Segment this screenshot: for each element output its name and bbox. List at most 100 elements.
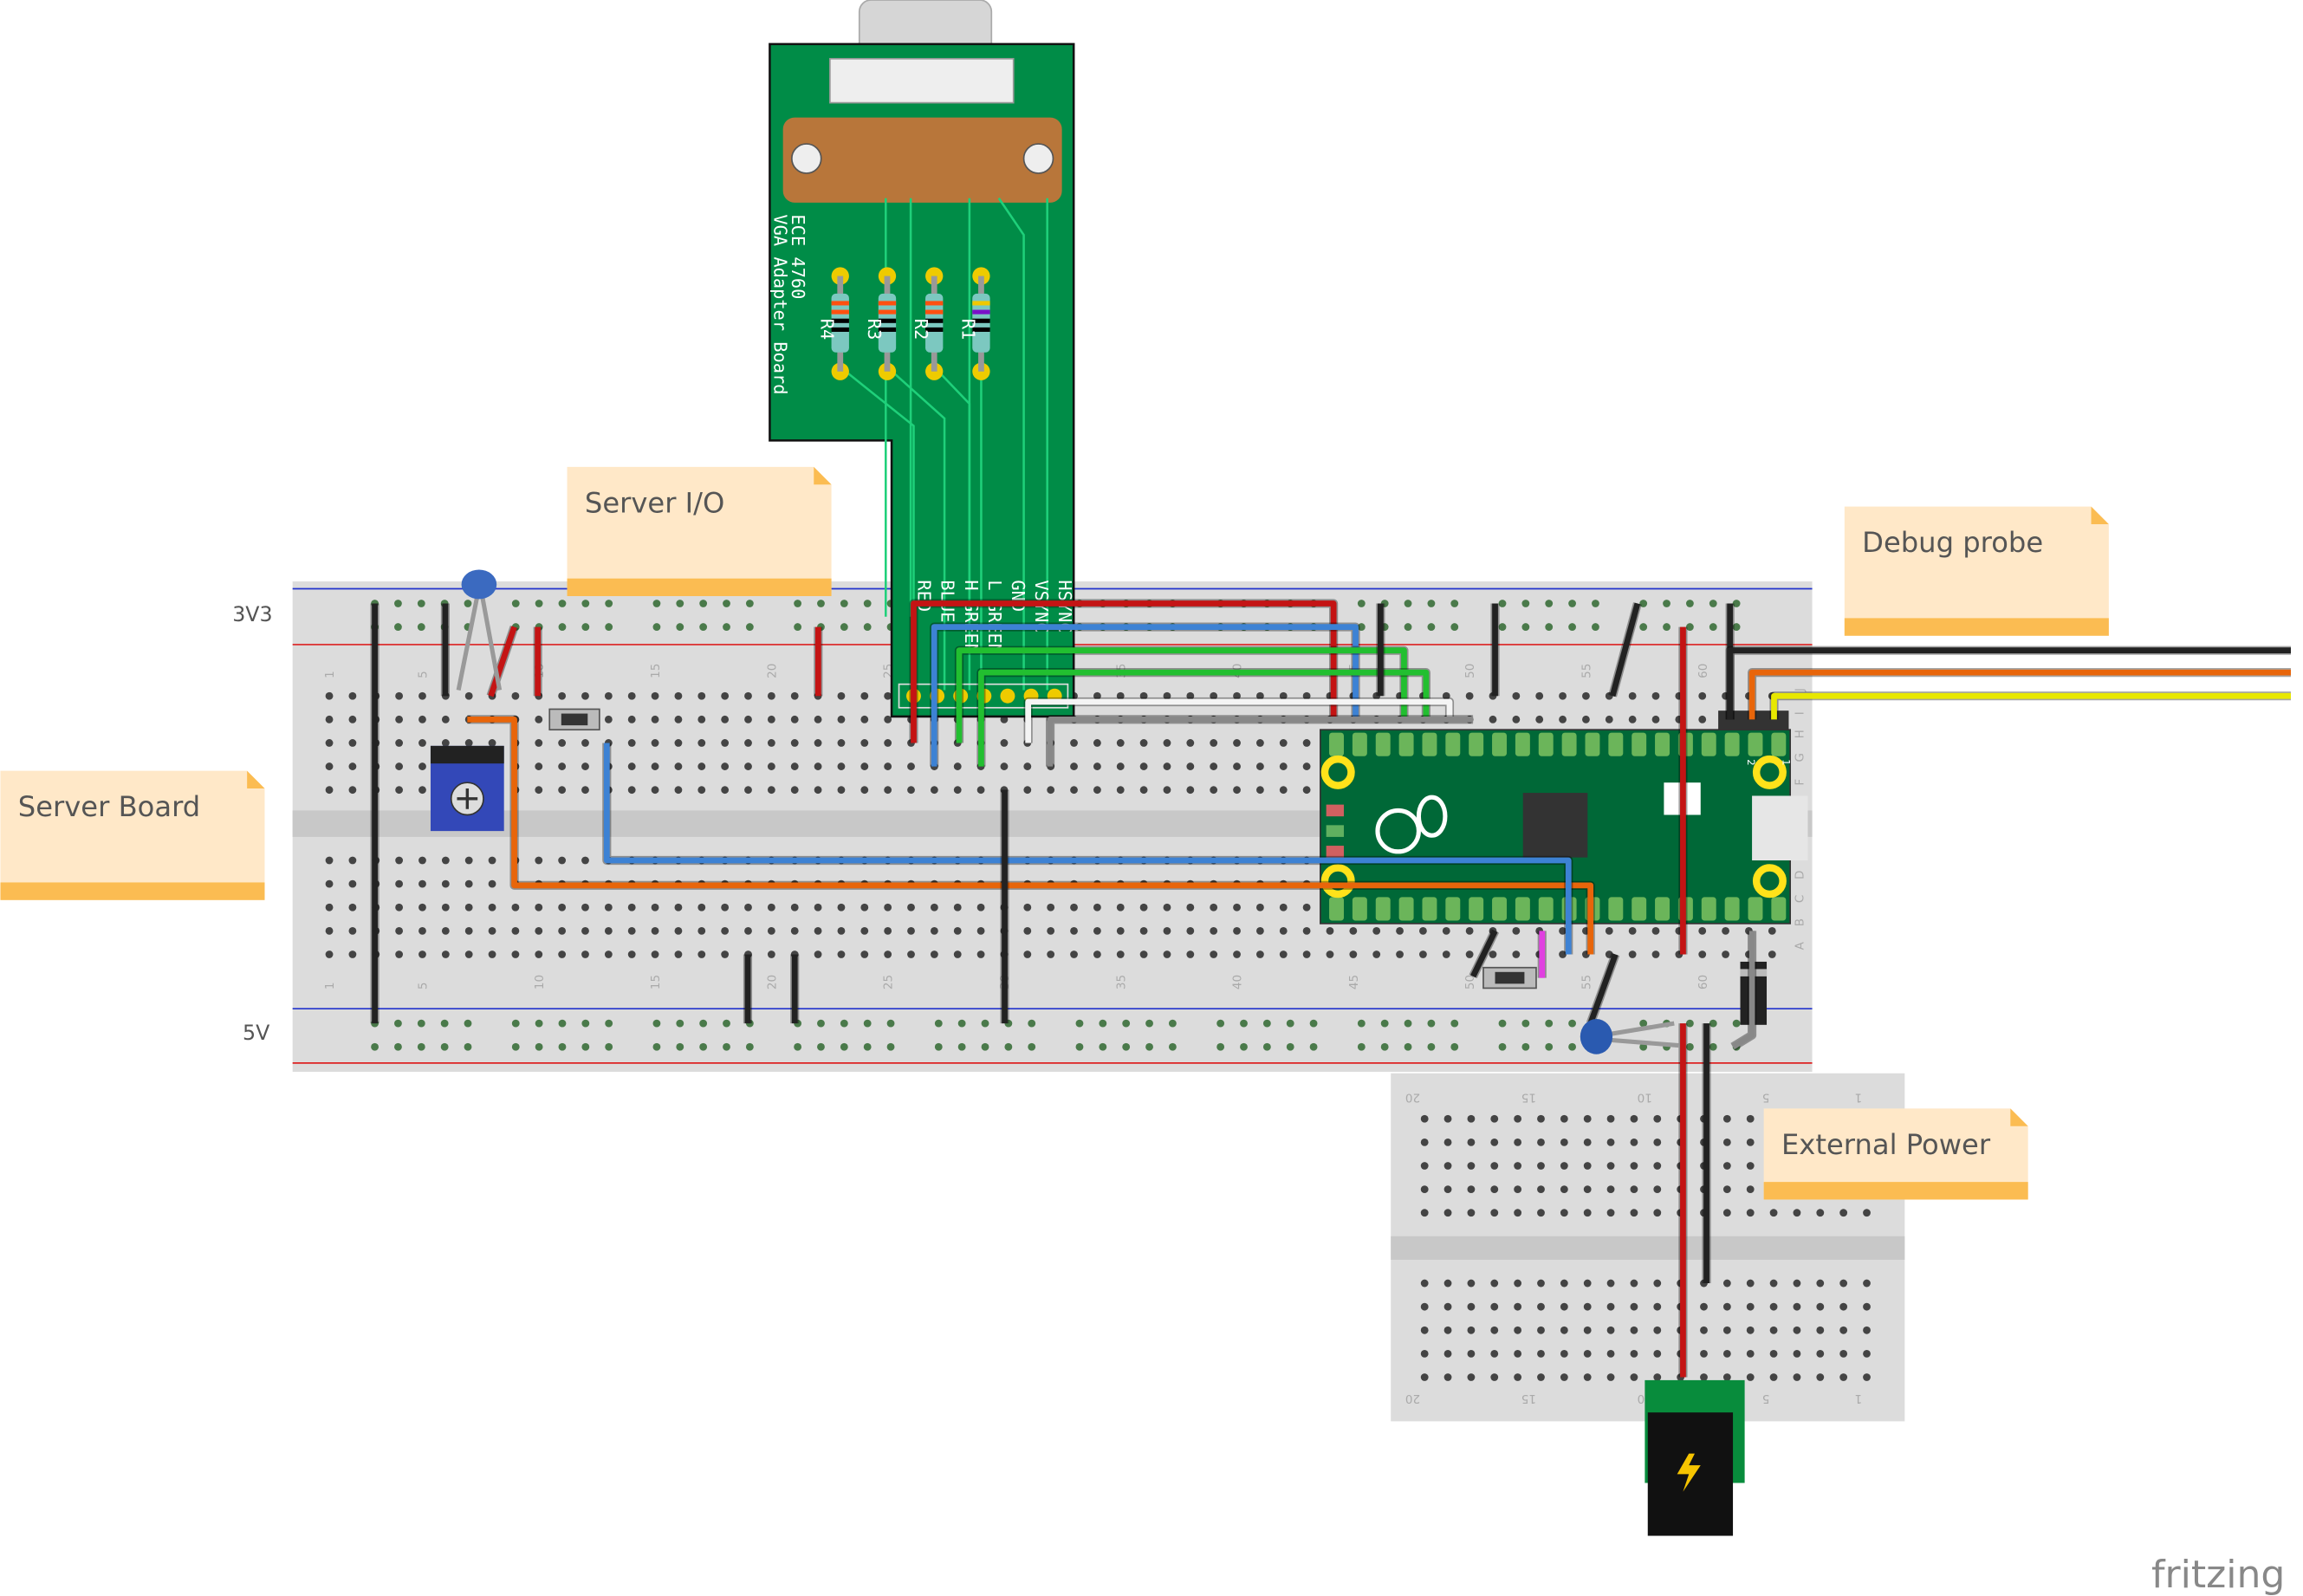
breadboard-hole[interactable]: [1512, 950, 1521, 958]
breadboard-hole[interactable]: [767, 903, 775, 912]
mini-breadboard-hole[interactable]: [1630, 1209, 1638, 1217]
pico-pin[interactable]: [1655, 732, 1670, 756]
pico-pin[interactable]: [1469, 897, 1484, 921]
rail-hole[interactable]: [981, 1019, 989, 1028]
breadboard-hole[interactable]: [1628, 926, 1637, 935]
mini-breadboard-hole[interactable]: [1769, 1373, 1778, 1381]
mini-breadboard-hole[interactable]: [1560, 1209, 1568, 1217]
breadboard-hole[interactable]: [558, 739, 567, 747]
rail-hole[interactable]: [440, 1042, 449, 1051]
rail-hole[interactable]: [1075, 1042, 1084, 1051]
mini-breadboard-hole[interactable]: [1606, 1326, 1615, 1334]
breadboard-hole[interactable]: [604, 926, 613, 935]
mini-breadboard-hole[interactable]: [1583, 1349, 1592, 1358]
breadboard-hole[interactable]: [907, 762, 915, 770]
rail-hole[interactable]: [605, 1019, 613, 1028]
breadboard-hole[interactable]: [464, 903, 473, 912]
breadboard-hole[interactable]: [697, 715, 706, 723]
breadboard-hole[interactable]: [348, 879, 357, 888]
mini-breadboard-hole[interactable]: [1606, 1349, 1615, 1358]
pico-pin[interactable]: [1422, 897, 1437, 921]
wire-white[interactable]: [1025, 698, 1453, 743]
mini-breadboard-hole[interactable]: [1700, 1373, 1708, 1381]
breadboard-hole[interactable]: [511, 691, 520, 700]
pico-pin[interactable]: [1492, 897, 1508, 921]
breadboard-hole[interactable]: [930, 903, 938, 912]
pico-pin[interactable]: [1375, 897, 1391, 921]
breadboard-hole[interactable]: [674, 739, 683, 747]
rail-hole[interactable]: [417, 1019, 425, 1028]
mini-breadboard-hole[interactable]: [1560, 1138, 1568, 1146]
mini-breadboard-hole[interactable]: [1839, 1326, 1848, 1334]
breadboard-hole[interactable]: [325, 691, 334, 700]
rail-hole[interactable]: [535, 1042, 543, 1051]
breadboard-hole[interactable]: [1559, 715, 1567, 723]
rail-hole[interactable]: [1732, 1019, 1741, 1028]
rail-hole[interactable]: [676, 600, 684, 607]
mini-breadboard-hole[interactable]: [1722, 1326, 1731, 1334]
rail-hole[interactable]: [723, 1019, 730, 1028]
pico-pin[interactable]: [1445, 732, 1461, 756]
breadboard-hole[interactable]: [1302, 950, 1311, 958]
mini-breadboard-hole[interactable]: [1606, 1279, 1615, 1288]
breadboard-hole[interactable]: [767, 715, 775, 723]
mini-breadboard-hole[interactable]: [1630, 1326, 1638, 1334]
breadboard-hole[interactable]: [860, 786, 869, 795]
rail-hole[interactable]: [1685, 600, 1694, 607]
push-button-1[interactable]: [548, 708, 600, 731]
mini-breadboard-hole[interactable]: [1722, 1138, 1731, 1146]
breadboard-hole[interactable]: [325, 926, 334, 935]
rail-hole[interactable]: [886, 1019, 895, 1028]
mini-breadboard-hole[interactable]: [1560, 1114, 1568, 1123]
mini-breadboard-hole[interactable]: [1816, 1209, 1825, 1217]
breadboard-hole[interactable]: [395, 926, 404, 935]
rail-hole[interactable]: [1240, 1019, 1248, 1028]
breadboard-hole[interactable]: [1279, 786, 1288, 795]
breadboard-hole[interactable]: [348, 715, 357, 723]
breadboard-hole[interactable]: [697, 950, 706, 958]
rail-hole[interactable]: [394, 1042, 402, 1051]
rail-hole[interactable]: [1498, 1042, 1507, 1051]
pico-pin[interactable]: [1748, 897, 1763, 921]
breadboard-hole[interactable]: [1093, 739, 1101, 747]
breadboard-hole[interactable]: [1442, 691, 1450, 700]
breadboard-hole[interactable]: [651, 691, 659, 700]
mini-breadboard-hole[interactable]: [1420, 1349, 1429, 1358]
mini-breadboard-hole[interactable]: [1467, 1349, 1476, 1358]
breadboard-hole[interactable]: [1489, 715, 1497, 723]
breadboard-hole[interactable]: [1070, 762, 1078, 770]
breadboard-hole[interactable]: [627, 691, 636, 700]
mini-breadboard-hole[interactable]: [1420, 1138, 1429, 1146]
mini-breadboard-hole[interactable]: [1630, 1349, 1638, 1358]
rail-hole[interactable]: [745, 600, 754, 607]
rail-hole[interactable]: [558, 600, 567, 607]
mini-breadboard-hole[interactable]: [1560, 1349, 1568, 1358]
mini-breadboard-hole[interactable]: [1420, 1279, 1429, 1288]
mini-breadboard-hole[interactable]: [1630, 1138, 1638, 1146]
breadboard-hole[interactable]: [930, 786, 938, 795]
rail-hole[interactable]: [652, 623, 661, 631]
rail-hole[interactable]: [1545, 1019, 1554, 1028]
mini-breadboard-hole[interactable]: [1490, 1185, 1499, 1194]
mini-breadboard-hole[interactable]: [1630, 1114, 1638, 1123]
breadboard-hole[interactable]: [488, 950, 496, 958]
rail-hole[interactable]: [652, 1042, 661, 1051]
breadboard-hole[interactable]: [837, 786, 846, 795]
breadboard-hole[interactable]: [860, 903, 869, 912]
breadboard-hole[interactable]: [1302, 786, 1311, 795]
mini-breadboard-hole[interactable]: [1653, 1302, 1662, 1311]
breadboard-hole[interactable]: [1559, 950, 1567, 958]
mini-breadboard-hole[interactable]: [1420, 1302, 1429, 1311]
mini-breadboard-hole[interactable]: [1537, 1279, 1545, 1288]
mini-breadboard-hole[interactable]: [1793, 1373, 1801, 1381]
breadboard-hole[interactable]: [348, 856, 357, 865]
mini-breadboard-hole[interactable]: [1467, 1302, 1476, 1311]
breadboard-hole[interactable]: [860, 926, 869, 935]
mini-breadboard-hole[interactable]: [1700, 1302, 1708, 1311]
breadboard-hole[interactable]: [860, 739, 869, 747]
note-external-power[interactable]: External Power: [1763, 1108, 2028, 1200]
rail-hole[interactable]: [1357, 623, 1366, 631]
breadboard-hole[interactable]: [1186, 903, 1195, 912]
breadboard-hole[interactable]: [814, 715, 822, 723]
breadboard-hole[interactable]: [418, 903, 426, 912]
